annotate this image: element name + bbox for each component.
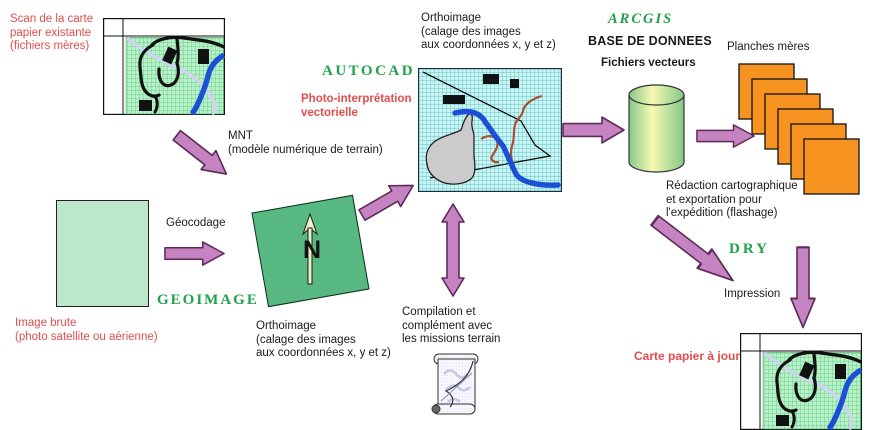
arrow-to-impression	[645, 209, 744, 294]
autocad-brand: AUTOCAD	[322, 63, 416, 79]
arrow-terrain-feedback	[439, 202, 467, 298]
arrow-ortho-to-database	[562, 115, 626, 145]
north-letter: N	[303, 236, 321, 264]
dry-brand: DRY	[729, 241, 770, 257]
orthoimage-top-label: Orthoimage (calage des images aux coordo…	[421, 12, 556, 52]
redaction-label: Rédaction cartographique et exportation …	[666, 180, 798, 220]
geoimage-brand: GEOIMAGE	[157, 292, 259, 308]
scan-map-label: Scan de la carte papier existante (fichi…	[10, 13, 94, 53]
arcgis-brand: ARCGIS	[608, 11, 674, 27]
base-de-donnees-label: BASE DE DONNEES	[588, 34, 712, 48]
north-arrow-icon: N	[301, 213, 321, 285]
scroll-map-icon	[431, 353, 479, 415]
impression-label: Impression	[724, 288, 781, 300]
scanned-paper-map-icon	[103, 18, 225, 115]
raw-image-icon	[56, 200, 149, 307]
arrow-square-to-ortho	[354, 172, 422, 227]
carte-papier-label: Carte papier à jour	[634, 349, 741, 363]
raw-image-label: Image brute (photo satellite ou aérienne…	[15, 317, 158, 343]
database-cylinder-icon	[628, 84, 685, 173]
mnt-label: MNT (modèle numérique de terrain)	[228, 130, 383, 156]
arrow-database-to-plates	[696, 123, 756, 149]
fichiers-vecteurs-label: Fichiers vecteurs	[601, 57, 696, 69]
photo-interpretation-label: Photo-interprétation vectorielle	[301, 93, 412, 119]
plate-stack-icon	[738, 63, 860, 195]
geocodage-label: Géocodage	[166, 217, 226, 229]
printed-map-icon	[740, 333, 862, 430]
arrow-scan-to-mnt	[167, 124, 236, 187]
arrow-geocodage	[164, 240, 226, 267]
compilation-label: Compilation et complément avec les missi…	[402, 306, 501, 346]
planches-meres-label: Planches mères	[727, 41, 810, 53]
orthoimage-map-icon	[418, 68, 562, 192]
arrow-to-printed-map	[789, 246, 817, 330]
orthoimage-bottom-label: Orthoimage (calage des images aux coordo…	[256, 320, 391, 360]
